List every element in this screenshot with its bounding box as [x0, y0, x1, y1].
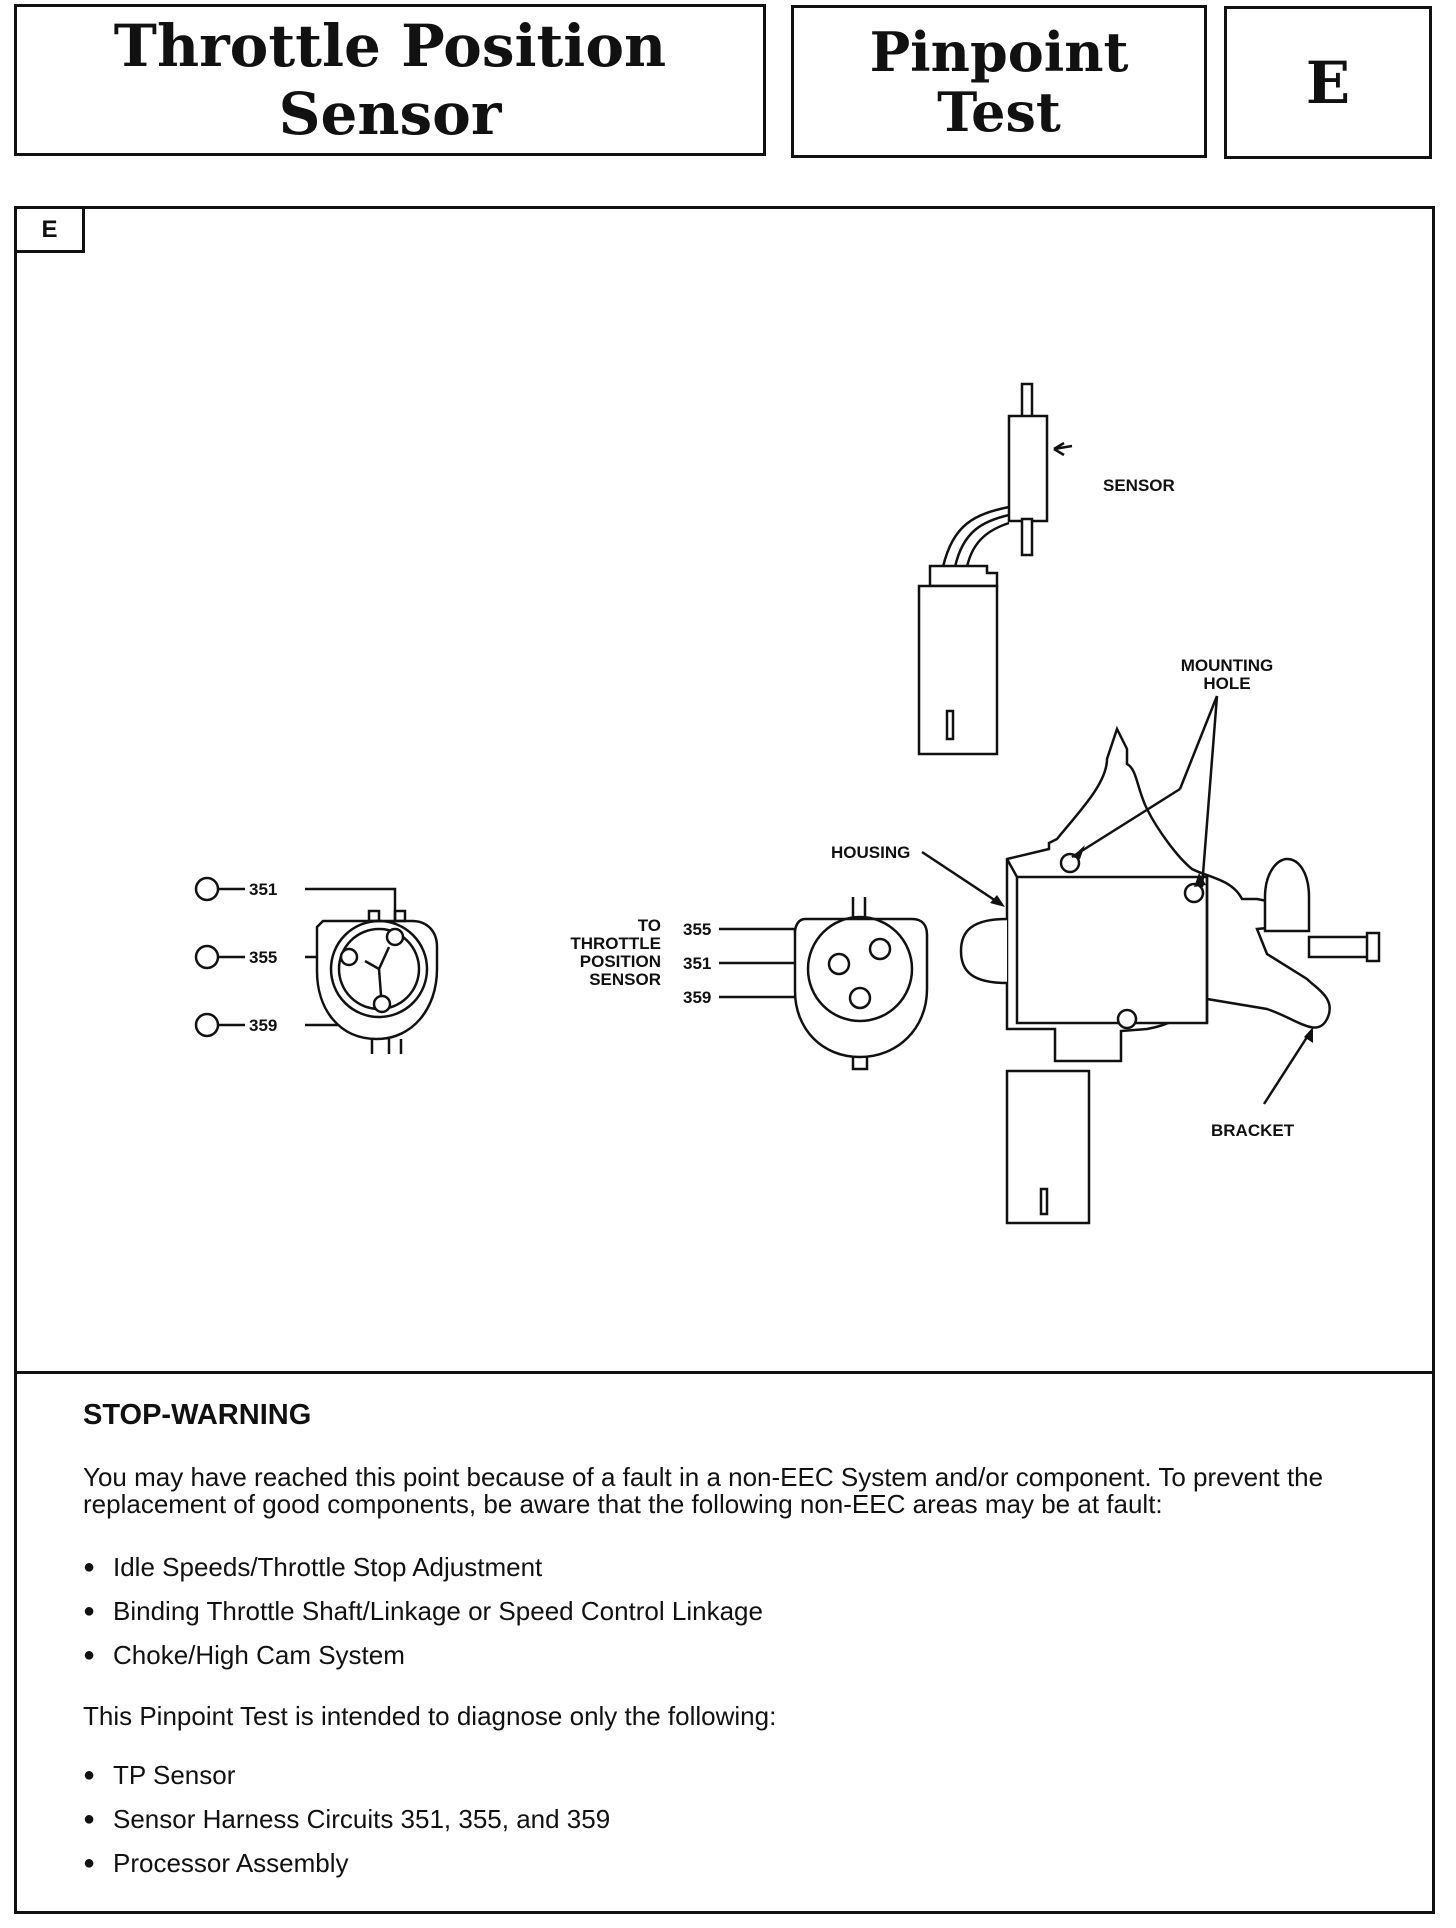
left-pin-label: 355 [249, 948, 277, 967]
right-pin-label: 359 [683, 988, 711, 1007]
harness-connector-left [194, 876, 439, 1054]
list-item: Binding Throttle Shaft/Linkage or Speed … [83, 1598, 1373, 1626]
to-tps-label-line3: POSITION [580, 952, 661, 971]
mounting-hole-label-line1: MOUNTING [1181, 656, 1274, 675]
page-title: Throttle Position Sensor [14, 4, 766, 156]
to-tps-label-line2: THROTTLE [570, 934, 661, 953]
mounting-hole-arrow-1 [1178, 695, 1219, 790]
list-item: Idle Speeds/Throttle Stop Adjustment [83, 1554, 1373, 1582]
to-tps-label-line1: TO [638, 916, 661, 935]
list-item: TP Sensor [83, 1762, 1373, 1790]
test-type-box: Pinpoint Test [791, 5, 1207, 158]
test-type-line2: Test [937, 79, 1061, 144]
housing-label: HOUSING [831, 843, 910, 862]
tp-sensor-diagram: SENSOR MOUNTING HOLE HOUSING BRACKET TO … [194, 382, 1381, 1225]
test-type-line1: Pinpoint [869, 19, 1129, 84]
sensor-label: SENSOR [1103, 476, 1175, 495]
left-pin-label: 359 [249, 1016, 277, 1035]
stop-warning-section: STOP-WARNING You may have reached this p… [83, 1399, 1373, 1911]
warning-title: STOP-WARNING [83, 1399, 312, 1431]
mounting-hole-label-line2: HOLE [1203, 674, 1250, 693]
mounting-hole-arrow-2 [1200, 695, 1219, 888]
scope-list: TP Sensor Sensor Harness Circuits 351, 3… [83, 1762, 1373, 1878]
test-letter: E [1305, 48, 1351, 117]
left-pin-label: 351 [249, 880, 277, 899]
list-item: Choke/High Cam System [83, 1642, 1373, 1670]
fault-area-list: Idle Speeds/Throttle Stop Adjustment Bin… [83, 1554, 1373, 1670]
right-pin-label: 351 [683, 954, 711, 973]
bracket-arrow [1262, 1033, 1311, 1105]
housing-assembly [959, 725, 1381, 1225]
section-divider [17, 1371, 1432, 1374]
sensor-body [917, 382, 1073, 756]
warning-intro: You may have reached this point because … [83, 1462, 1324, 1519]
frame-tag: E [17, 209, 85, 253]
page-title-text: Throttle Position Sensor [113, 12, 667, 148]
main-frame: E [14, 206, 1435, 1914]
list-item: Processor Assembly [83, 1850, 1373, 1878]
right-pin-label: 355 [683, 920, 711, 939]
bracket-label: BRACKET [1211, 1121, 1295, 1140]
list-item: Sensor Harness Circuits 351, 355, and 35… [83, 1806, 1373, 1834]
scope-intro: This Pinpoint Test is intended to diagno… [83, 1701, 777, 1731]
test-letter-box: E [1224, 6, 1432, 159]
sensor-connector-right [719, 897, 929, 1071]
housing-arrow [921, 850, 1000, 905]
to-tps-label-line4: SENSOR [589, 970, 661, 989]
